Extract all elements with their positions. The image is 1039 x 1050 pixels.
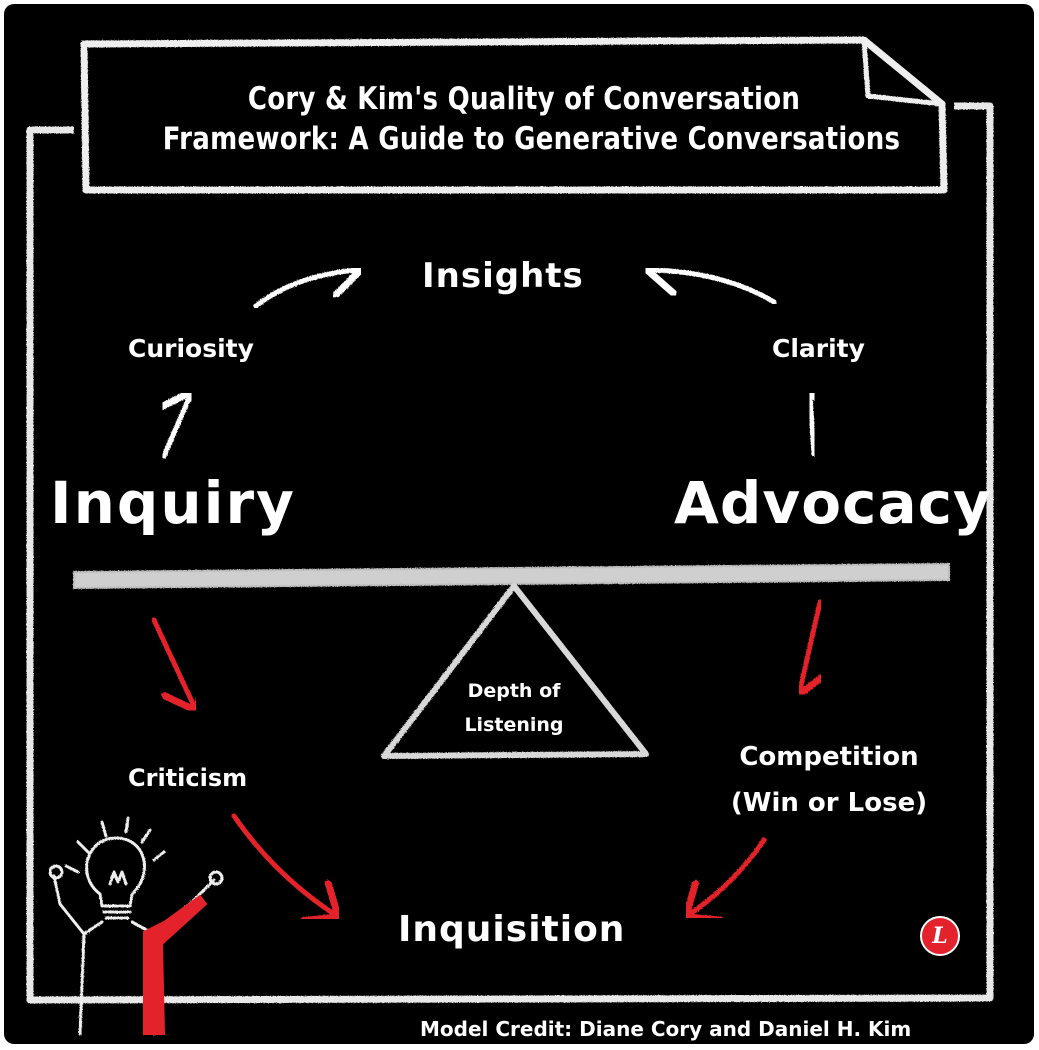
arrow-advocacy-to-competition (800, 599, 820, 690)
outer-frame (26, 102, 994, 1004)
model-credit: Model Credit: Diane Cory and Daniel H. K… (420, 1017, 912, 1041)
node-depth-of-listening-line-2: Listening (464, 714, 564, 736)
node-depth-of-listening-line-1: Depth of (467, 680, 561, 702)
title-line-1: Cory & Kim's Quality of Conversation (247, 81, 801, 117)
fulcrum-triangle (381, 583, 649, 759)
arrow-criticism-to-inquisition (231, 813, 334, 914)
node-inquisition: Inquisition (398, 909, 626, 950)
node-inquiry: Inquiry (50, 469, 296, 537)
chalkboard: Cory & Kim's Quality of Conversation Fra… (4, 4, 1034, 1044)
seesaw-beam (73, 562, 950, 590)
red-scarf (143, 894, 208, 1035)
arrow-clarity-to-insights (652, 270, 777, 305)
node-insights: Insights (422, 256, 584, 296)
node-advocacy: Advocacy (674, 469, 992, 537)
arrow-inquiry-to-curiosity (164, 396, 190, 459)
title-banner (80, 36, 948, 194)
logo-icon: L (920, 916, 960, 956)
lightbulb-person-icon (48, 816, 224, 1036)
node-competition-line-2: (Win or Lose) (730, 788, 928, 818)
arrow-inquiry-to-criticism (151, 617, 194, 706)
arrow-curiosity-to-insights (253, 270, 356, 309)
diagram-graphics (26, 36, 994, 1036)
arrow-advocacy-to-clarity (810, 396, 814, 457)
node-curiosity: Curiosity (128, 334, 254, 363)
title-line-2: Framework: A Guide to Generative Convers… (162, 121, 901, 157)
arrow-competition-to-inquisition (690, 837, 767, 914)
banner-fold (861, 39, 943, 107)
node-criticism: Criticism (128, 764, 248, 792)
node-clarity: Clarity (772, 334, 865, 363)
node-competition-line-1: Competition (739, 742, 919, 772)
